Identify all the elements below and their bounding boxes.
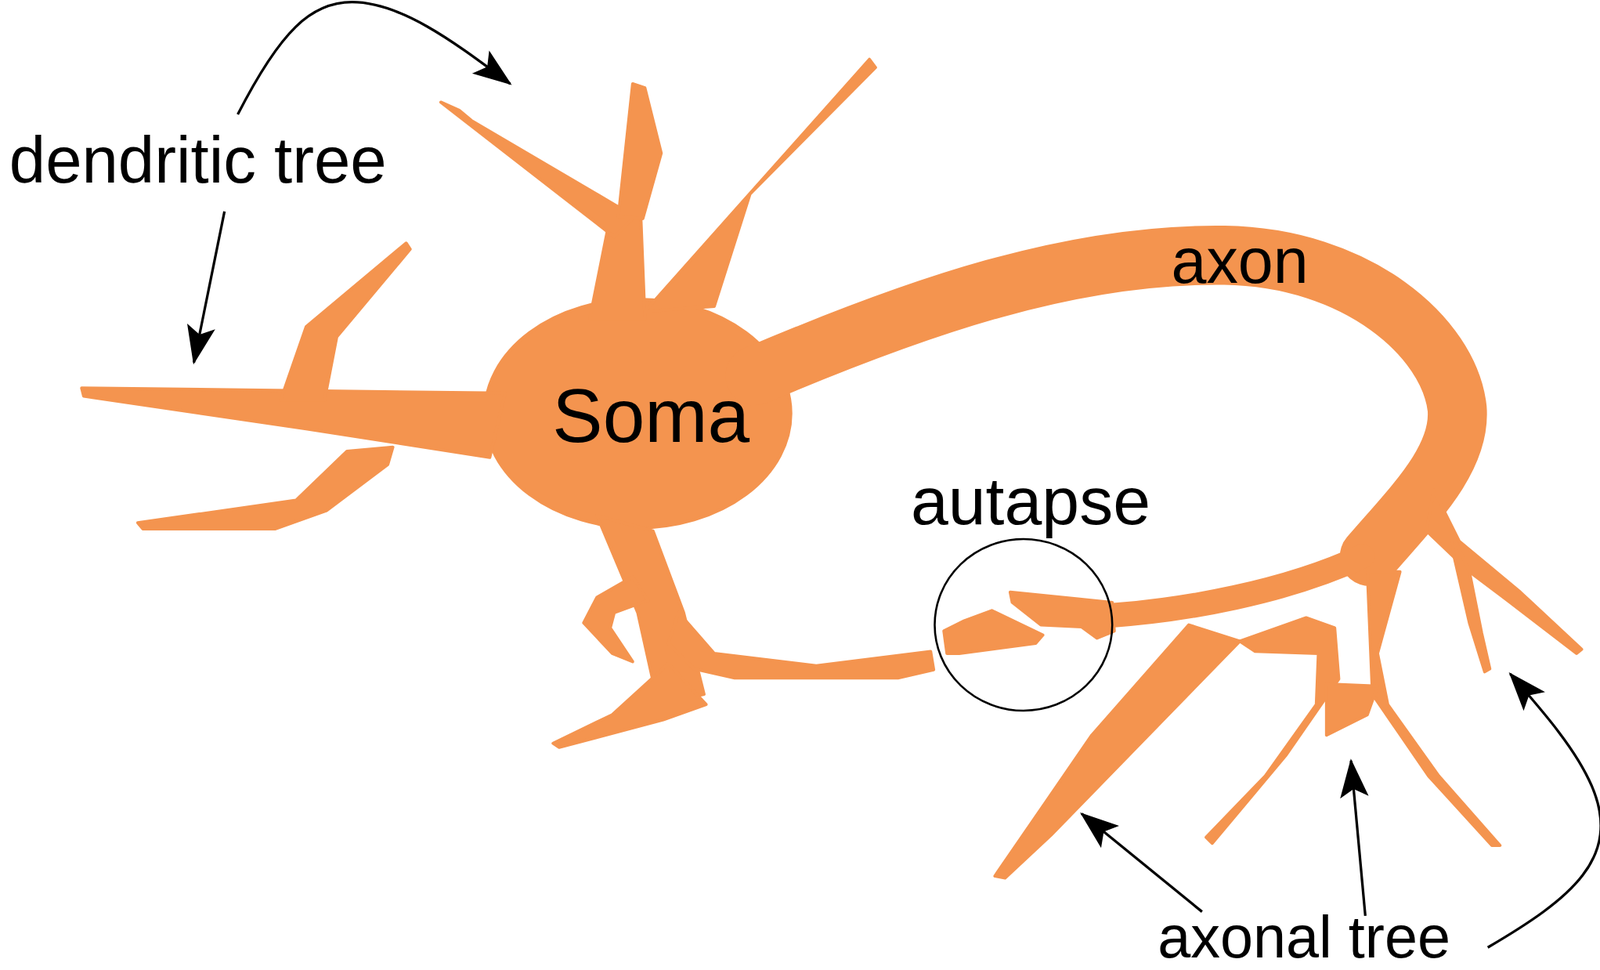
part-label: axon (1170, 229, 1308, 293)
leader-arrow (194, 211, 225, 363)
dendrite (583, 576, 648, 661)
dendrite (943, 610, 1043, 654)
axon-trunk (754, 255, 1458, 557)
autapse-circle (934, 538, 1113, 711)
leader-arrow (1081, 813, 1203, 912)
part-label: dendritic tree (9, 127, 387, 193)
leader-arrows (194, 2, 1600, 948)
axon-collateral (1107, 556, 1363, 616)
leader-arrow (1350, 760, 1366, 916)
part-label: Soma (552, 378, 750, 454)
dendrite (618, 83, 662, 219)
axon-branch (1426, 490, 1582, 654)
axon-branch (1451, 530, 1491, 672)
dendrite (668, 612, 934, 678)
axon-branch (1367, 571, 1500, 846)
axon-branch (1206, 617, 1339, 843)
part-label: axonal tree (1157, 907, 1451, 968)
part-label: autapse (910, 466, 1151, 535)
axon-branch (1326, 683, 1378, 735)
dendrite (280, 242, 410, 401)
axon-branch (994, 624, 1240, 878)
dendrite (552, 663, 706, 748)
dendrite (644, 59, 875, 312)
leader-arrow (238, 2, 511, 115)
dendrite (440, 101, 636, 237)
autapse-terminal (1010, 592, 1115, 639)
dendrite (137, 447, 394, 529)
soma (484, 299, 791, 528)
leader-arrow (1488, 673, 1600, 947)
